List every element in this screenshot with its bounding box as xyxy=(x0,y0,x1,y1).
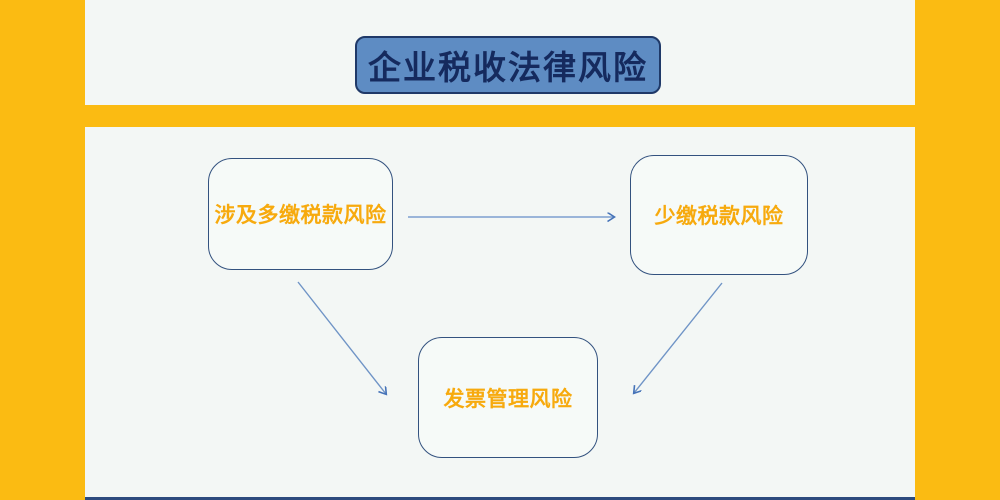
node-overpaid-tax-risk: 涉及多缴税款风险 xyxy=(208,158,393,270)
node-overpaid-tax-risk-label: 涉及多缴税款风险 xyxy=(214,203,387,227)
diagram-title-box: 企业税收法律风险 xyxy=(355,36,661,94)
node-invoice-management-risk: 发票管理风险 xyxy=(418,337,598,458)
node-underpaid-tax-risk-label: 少缴税款风险 xyxy=(654,204,784,228)
node-invoice-management-risk-label: 发票管理风险 xyxy=(443,386,573,411)
bottom-edge-bar xyxy=(85,497,915,500)
node-underpaid-tax-risk: 少缴税款风险 xyxy=(630,155,808,275)
diagram-title: 企业税收法律风险 xyxy=(368,48,648,87)
